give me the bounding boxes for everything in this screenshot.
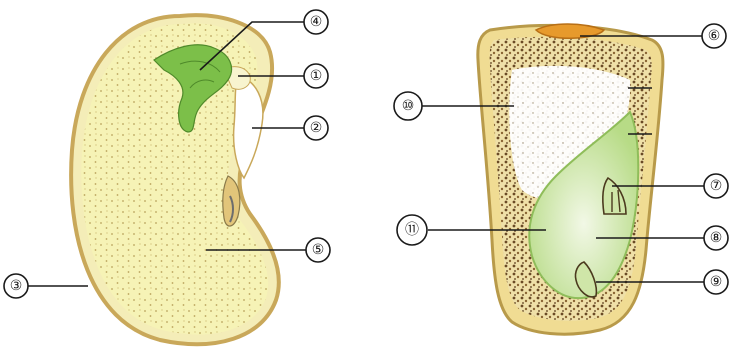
marker-8-label: ⑧ — [710, 230, 723, 246]
marker-5-label: ⑤ — [312, 242, 325, 258]
corn-kernel — [478, 24, 663, 334]
marker-3: ③ — [4, 274, 28, 298]
marker-11: ⑪ — [397, 215, 427, 245]
bean-seed — [71, 15, 279, 344]
marker-1: ① — [304, 64, 328, 88]
marker-4: ④ — [304, 10, 328, 34]
marker-10-label: ⑩ — [402, 98, 415, 114]
marker-5: ⑤ — [306, 238, 330, 262]
marker-7: ⑦ — [704, 174, 728, 198]
marker-9-label: ⑨ — [710, 274, 723, 290]
marker-2-label: ② — [310, 120, 323, 136]
marker-4-label: ④ — [310, 14, 323, 30]
marker-9: ⑨ — [704, 270, 728, 294]
marker-6: ⑥ — [702, 24, 726, 48]
marker-10: ⑩ — [394, 92, 422, 120]
marker-2: ② — [304, 116, 328, 140]
marker-6-label: ⑥ — [708, 28, 721, 44]
marker-1-label: ① — [310, 68, 323, 84]
marker-8: ⑧ — [704, 226, 728, 250]
marker-3-label: ③ — [10, 278, 23, 294]
marker-7-label: ⑦ — [710, 178, 723, 194]
marker-11-label: ⑪ — [405, 222, 419, 238]
